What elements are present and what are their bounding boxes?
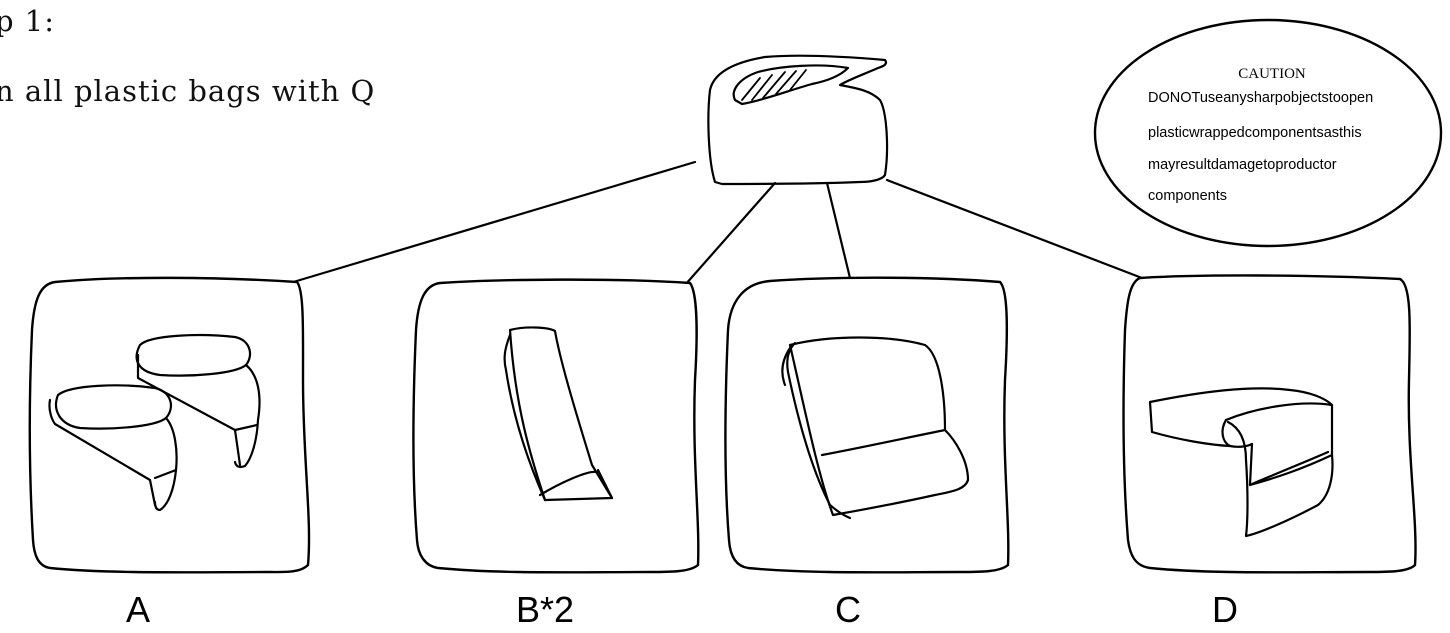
armrest-pair-icon [48,333,261,512]
connector-a [288,160,697,285]
corner-cushion-icon [1148,387,1334,538]
part-d-panel [1122,274,1417,574]
connector-lines [288,160,1144,287]
caution-title: CAUTION [1238,66,1306,82]
step-title: p 1: [0,4,56,38]
caution-line-1: DONOTuseanysharpobjectstoopen [1148,90,1373,106]
caution-ellipse [1093,18,1443,248]
part-label-c: C [835,589,861,630]
part-b-panel [412,278,700,574]
seat-cushion-icon [781,336,970,520]
part-label-a: A [126,589,150,630]
caution-line-3: mayresultdamagetoproductor [1148,157,1337,173]
step-instruction: n all plastic bags with Q [0,74,376,108]
part-label-d: D [1212,589,1238,630]
bag-opener-tool-icon [707,54,889,186]
caution-line-4: components [1148,188,1227,204]
part-c-panel [724,276,1010,574]
connector-b [683,181,777,287]
part-label-b: B*2 [516,589,574,630]
side-bolster-icon [503,326,614,502]
connector-c [825,181,852,280]
part-a-panel [28,276,311,574]
caution-note: CAUTION DONOTuseanysharpobjectstoopen pl… [1093,18,1443,248]
caution-line-2: plasticwrappedcomponentsasthis [1148,125,1362,141]
connector-d [885,178,1144,280]
